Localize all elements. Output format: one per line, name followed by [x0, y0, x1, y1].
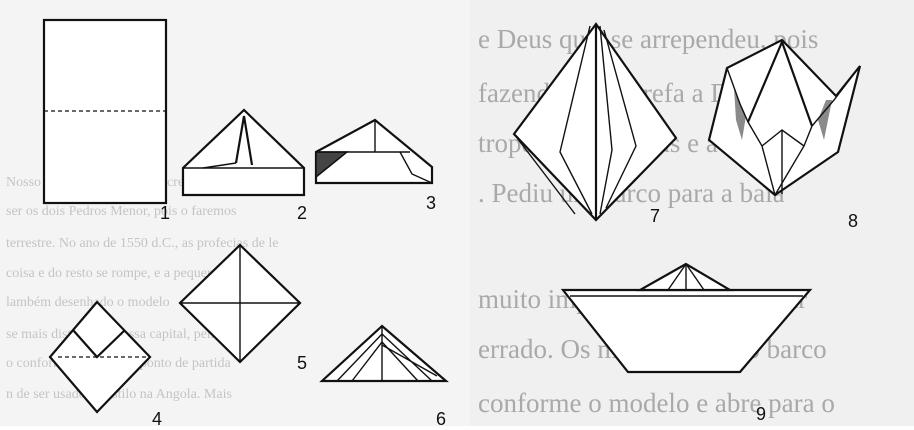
- step-number-5: 5: [297, 353, 308, 373]
- step-9-diagram: [560, 262, 813, 374]
- step-6-right-layer: [381, 344, 438, 377]
- step-2-center-fold: [234, 115, 254, 166]
- step-number-9: 9: [756, 404, 767, 424]
- step-1-diagram: [42, 18, 168, 205]
- step-9-hull: [560, 288, 813, 374]
- bleed-text-left-8: n de ser usado ao estilo na Angola. Mais: [6, 387, 232, 402]
- step-3-right-flap: [399, 151, 433, 184]
- bleed-text-left-2: ser os dois Pedros Menor, pois o faremos: [6, 204, 237, 219]
- step-number-4: 4: [152, 409, 163, 429]
- step-8-center-peak: [746, 38, 814, 127]
- step-number-6: 6: [436, 409, 447, 429]
- step-9-sail-line-right: [685, 263, 705, 291]
- step-2-diagram: [181, 108, 306, 197]
- step-1-sheet: [42, 18, 168, 205]
- step-4-diagram: [48, 300, 152, 414]
- step-2-roof: [182, 109, 305, 169]
- step-number-1: 1: [160, 203, 171, 223]
- step-7-fold-c: [603, 29, 637, 209]
- step-7-fold-b: [599, 25, 613, 215]
- step-7-diagram: [512, 22, 678, 222]
- step-number-3: 3: [426, 193, 437, 213]
- step-9-sail-line-left: [667, 263, 687, 291]
- step-7-left-edge: [513, 133, 576, 215]
- step-9-sail: [635, 262, 735, 292]
- bleed-text-right-1: e Deus quis se arrependeu, pois: [478, 24, 819, 54]
- step-5-diagram: [178, 243, 302, 364]
- step-8-right-shade: [818, 100, 832, 140]
- step-8-right-fold: [774, 65, 861, 196]
- step-number-7: 7: [650, 206, 661, 226]
- bleed-text-left-4: coisa e do resto se rompe, e a pequena: [6, 266, 221, 281]
- step-3-diagram: [314, 118, 434, 185]
- step-8-left-shade: [734, 88, 746, 140]
- bleed-text-right-8: conforme o modelo e abre para o: [478, 388, 835, 418]
- step-7-fold-a: [559, 25, 593, 215]
- step-number-8: 8: [848, 211, 859, 231]
- step-6-triangle: [319, 324, 449, 383]
- step-8-body: [707, 38, 862, 197]
- step-8-left-fold: [726, 67, 776, 196]
- step-number-2: 2: [297, 203, 308, 223]
- step-6-diagram: [319, 324, 449, 383]
- step-8-diagram: [707, 38, 862, 197]
- step-2-left-flap: [202, 162, 237, 169]
- bleed-text-left-3: terrestre. No ano de 1550 d.C., as profe…: [6, 236, 279, 251]
- bleed-text-left-5: lambém desenhado o modelo: [6, 295, 170, 310]
